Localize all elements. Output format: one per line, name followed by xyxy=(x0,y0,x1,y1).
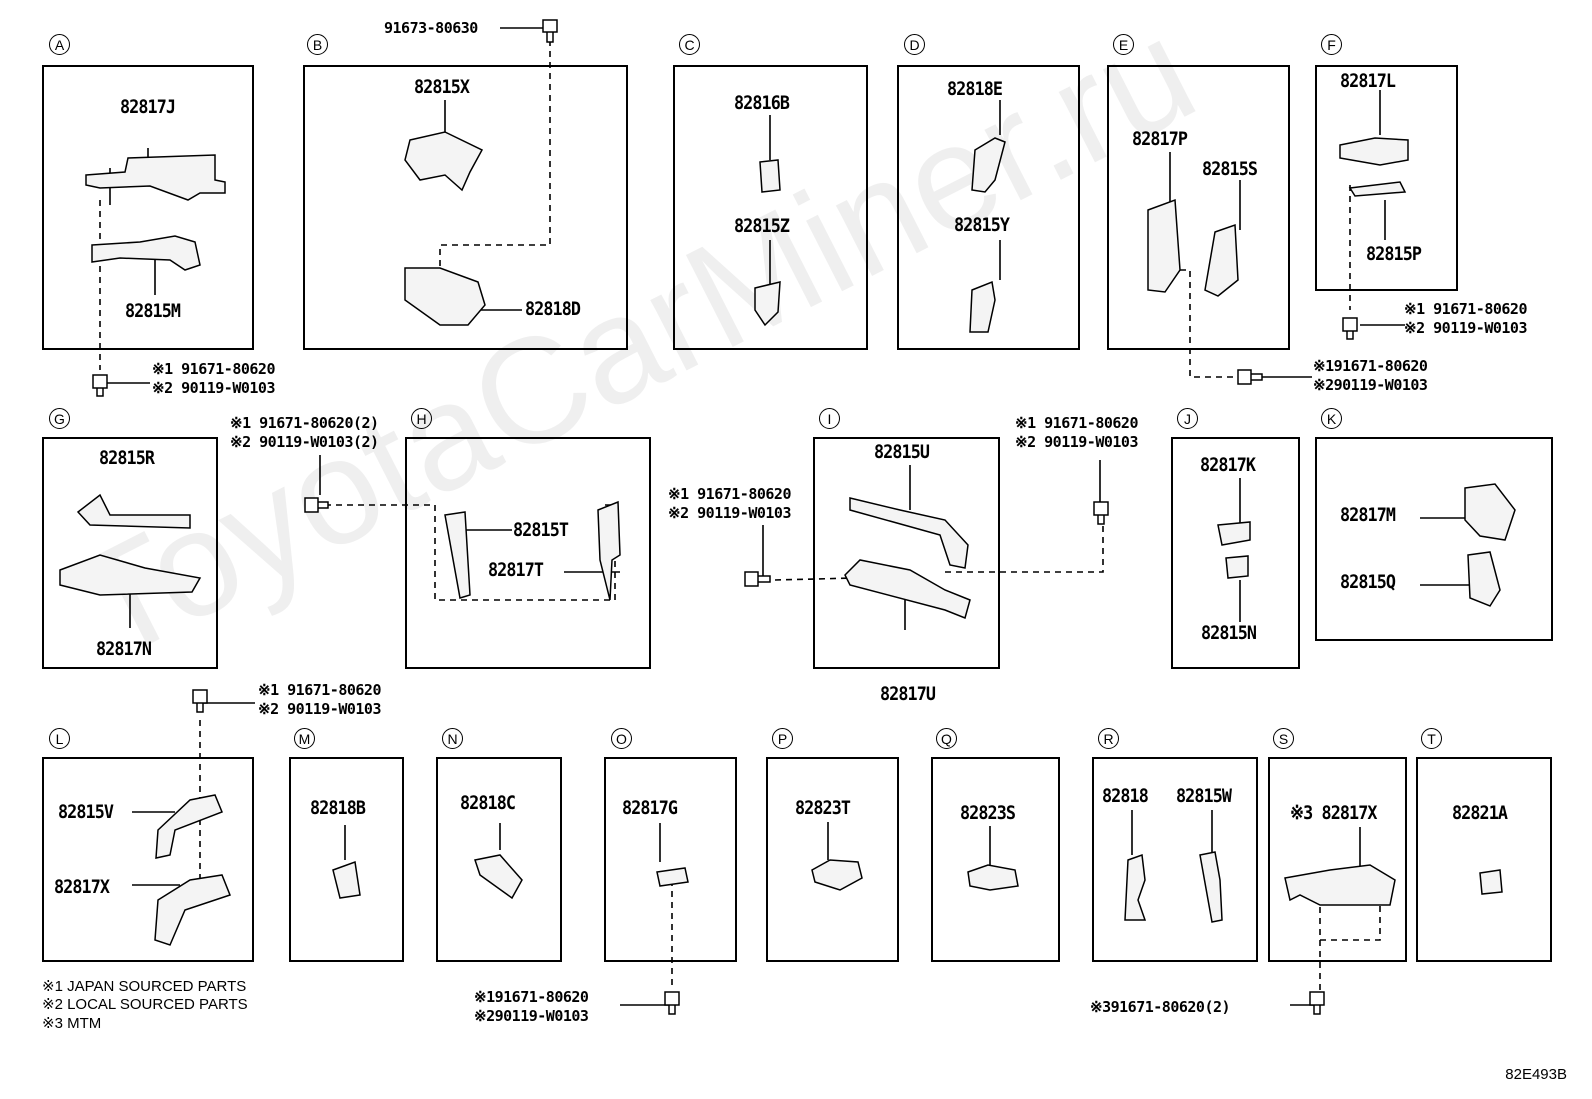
fastener-ref[interactable]: ※191671-80620 xyxy=(474,988,589,1006)
panel-frame-s xyxy=(1268,757,1407,962)
part-number[interactable]: 82818C xyxy=(460,792,516,814)
panel-label-f: F xyxy=(1321,34,1342,55)
panel-label-e: E xyxy=(1113,34,1134,55)
panel-frame-f xyxy=(1315,65,1458,291)
panel-frame-r xyxy=(1092,757,1258,962)
panel-label-l: L xyxy=(49,728,70,749)
legend-item: ※2 LOCAL SOURCED PARTS xyxy=(42,996,248,1013)
fastener-ref[interactable]: ※2 90119-W0103 xyxy=(668,504,791,522)
part-number[interactable]: 82815Q xyxy=(1340,571,1396,593)
legend-item: ※3 MTM xyxy=(42,1015,102,1032)
part-number[interactable]: 82818B xyxy=(310,797,366,819)
panel-label-p: P xyxy=(772,728,793,749)
part-number[interactable]: 82821A xyxy=(1452,802,1508,824)
panel-label-k: K xyxy=(1321,408,1342,429)
part-number[interactable]: 82818 xyxy=(1102,785,1149,807)
part-number[interactable]: 82817M xyxy=(1340,504,1396,526)
fastener-ref[interactable]: ※2 90119-W0103 xyxy=(258,700,381,718)
panel-frame-g xyxy=(42,437,218,669)
part-number[interactable]: 82817J xyxy=(120,96,176,118)
panel-frame-o xyxy=(604,757,737,962)
part-number[interactable]: 82817P xyxy=(1132,128,1188,150)
panel-label-r: R xyxy=(1098,728,1119,749)
part-number[interactable]: 82815S xyxy=(1202,158,1258,180)
part-number[interactable]: 82817T xyxy=(488,559,544,581)
panel-frame-k xyxy=(1315,437,1553,641)
panel-frame-a xyxy=(42,65,254,350)
panel-frame-c xyxy=(673,65,868,350)
panel-label-a: A xyxy=(49,34,70,55)
part-number[interactable]: 82817K xyxy=(1200,454,1256,476)
panel-frame-q xyxy=(931,757,1060,962)
panel-frame-p xyxy=(766,757,899,962)
panel-frame-j xyxy=(1171,437,1300,669)
part-number[interactable]: 82815Y xyxy=(954,214,1010,236)
fastener-ref[interactable]: ※290119-W0103 xyxy=(1313,376,1428,394)
panel-label-j: J xyxy=(1177,408,1198,429)
panel-frame-m xyxy=(289,757,404,962)
part-number[interactable]: 82823T xyxy=(795,797,851,819)
fastener-ref[interactable]: ※391671-80620(2) xyxy=(1090,998,1231,1016)
part-number[interactable]: 82817N xyxy=(96,638,152,660)
panel-label-t: T xyxy=(1421,728,1442,749)
part-number[interactable]: 82818D xyxy=(525,298,581,320)
panel-label-h: H xyxy=(411,408,432,429)
fastener-ref[interactable]: ※2 90119-W0103 xyxy=(152,379,275,397)
panel-frame-d xyxy=(897,65,1080,350)
part-number[interactable]: 82818E xyxy=(947,78,1003,100)
panel-label-g: G xyxy=(49,408,70,429)
fastener-ref[interactable]: ※2 90119-W0103 xyxy=(1015,433,1138,451)
part-number[interactable]: 82815Z xyxy=(734,215,790,237)
part-number[interactable]: 82817L xyxy=(1340,70,1396,92)
fastener-ref[interactable]: ※191671-80620 xyxy=(1313,357,1428,375)
fastener-ref[interactable]: ※1 91671-80620 xyxy=(1015,414,1138,432)
fastener-ref[interactable]: 91673-80630 xyxy=(384,19,478,37)
fastener-ref[interactable]: ※2 90119-W0103 xyxy=(1404,319,1527,337)
part-number[interactable]: 82816B xyxy=(734,92,790,114)
part-number[interactable]: 82817U xyxy=(880,683,936,705)
part-number[interactable]: 82815N xyxy=(1201,622,1257,644)
fastener-ref[interactable]: ※1 91671-80620 xyxy=(1404,300,1527,318)
part-number[interactable]: 82815R xyxy=(99,447,155,469)
panel-label-m: M xyxy=(294,728,315,749)
panel-frame-t xyxy=(1416,757,1552,962)
panel-label-b: B xyxy=(307,34,328,55)
panel-label-c: C xyxy=(679,34,700,55)
panel-frame-b xyxy=(303,65,628,350)
fastener-ref[interactable]: ※1 91671-80620 xyxy=(668,485,791,503)
panel-label-i: I xyxy=(819,408,840,429)
panel-label-s: S xyxy=(1273,728,1294,749)
part-number[interactable]: 82815M xyxy=(125,300,181,322)
part-number[interactable]: 82817X xyxy=(54,876,110,898)
panel-frame-l xyxy=(42,757,254,962)
part-number[interactable]: 82815W xyxy=(1176,785,1232,807)
panel-frame-h xyxy=(405,437,651,669)
panel-frame-i xyxy=(813,437,1000,669)
panel-label-o: O xyxy=(611,728,632,749)
part-number[interactable]: 82823S xyxy=(960,802,1016,824)
part-number[interactable]: 82815P xyxy=(1366,243,1422,265)
panel-label-d: D xyxy=(904,34,925,55)
fastener-ref[interactable]: ※2 90119-W0103(2) xyxy=(230,433,379,451)
fastener-ref[interactable]: ※1 91671-80620(2) xyxy=(230,414,379,432)
part-number[interactable]: 82817G xyxy=(622,797,678,819)
panel-label-q: Q xyxy=(936,728,957,749)
part-number[interactable]: 82815V xyxy=(58,801,114,823)
fastener-ref[interactable]: ※1 91671-80620 xyxy=(152,360,275,378)
panel-frame-e xyxy=(1107,65,1290,350)
part-number[interactable]: 82815T xyxy=(513,519,569,541)
diagram-code: 82E493B xyxy=(1505,1066,1567,1083)
part-number[interactable]: 82815X xyxy=(414,76,470,98)
fastener-ref[interactable]: ※290119-W0103 xyxy=(474,1007,589,1025)
fastener-ref[interactable]: ※1 91671-80620 xyxy=(258,681,381,699)
panel-frame-n xyxy=(436,757,562,962)
part-number[interactable]: ※3 82817X xyxy=(1290,802,1378,824)
panel-label-n: N xyxy=(442,728,463,749)
part-number[interactable]: 82815U xyxy=(874,441,930,463)
legend-item: ※1 JAPAN SOURCED PARTS xyxy=(42,978,247,995)
